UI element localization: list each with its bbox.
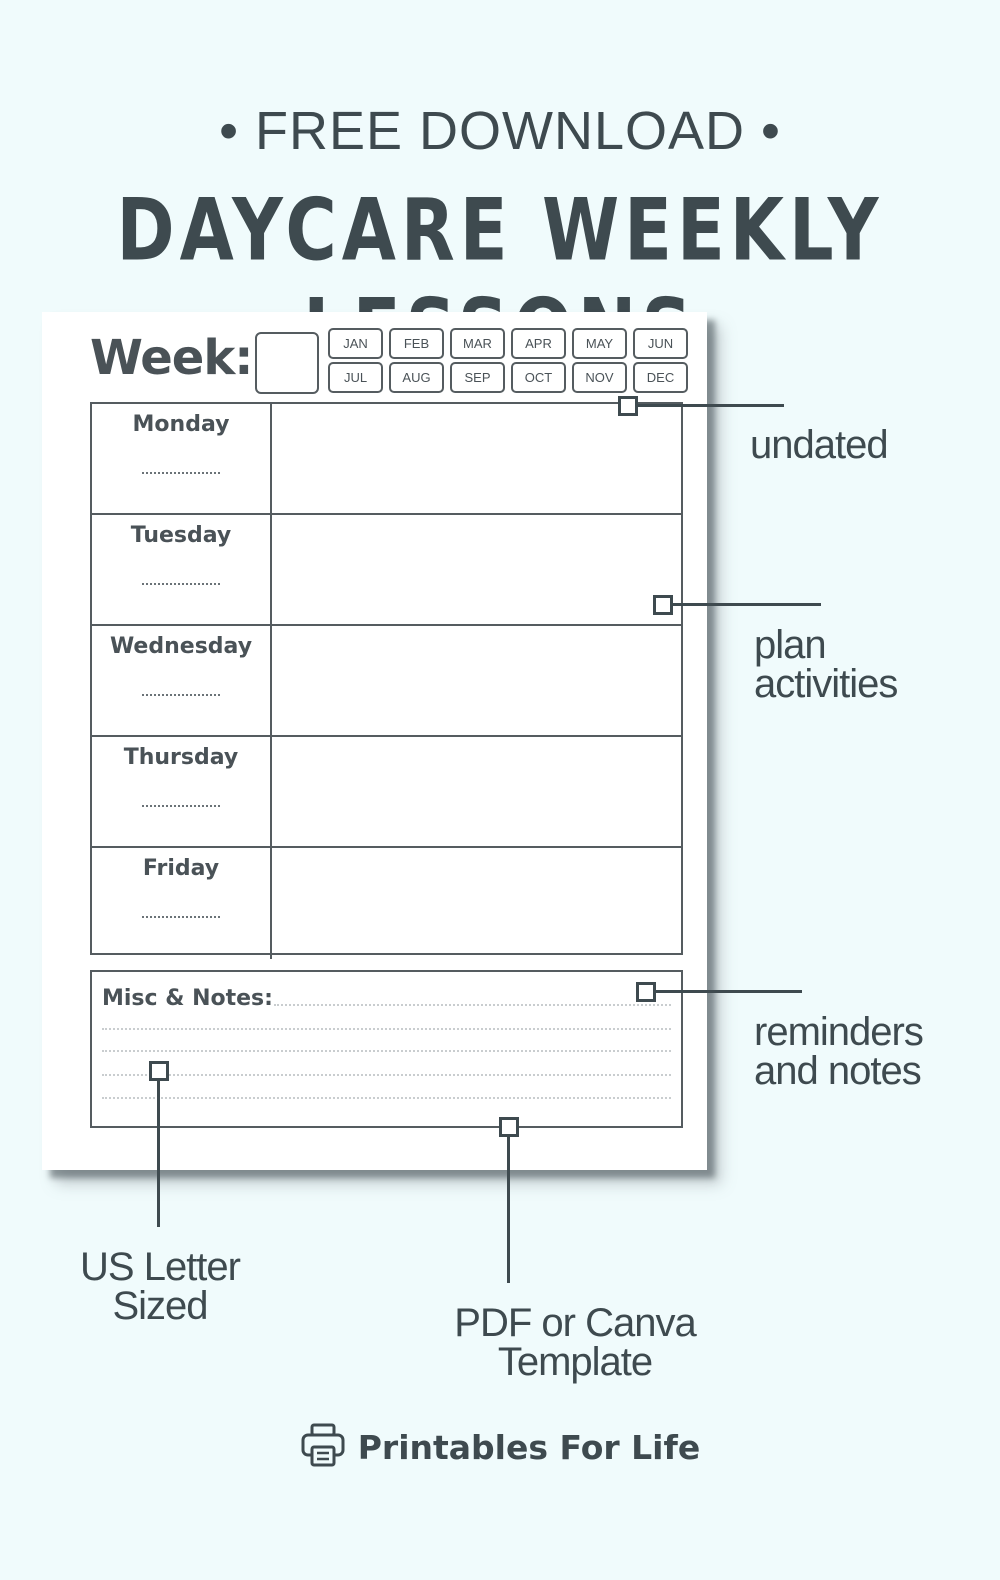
callout-pdf-line1: PDF or Canva	[454, 1301, 696, 1345]
date-placeholder	[142, 581, 220, 585]
callout-marker-reminders	[636, 982, 656, 1002]
column-divider	[270, 848, 272, 959]
brand-name: Printables For Life	[357, 1428, 701, 1467]
notes-label: Misc & Notes:	[102, 986, 273, 1011]
date-placeholder	[142, 914, 220, 918]
callout-reminders-notes: reminders and notes	[754, 1010, 924, 1093]
callout-letter-line2: Sized	[112, 1284, 208, 1328]
day-name: Monday	[132, 412, 230, 437]
day-name: Thursday	[123, 745, 239, 770]
date-placeholder	[142, 803, 220, 807]
month-jan: JAN	[328, 328, 383, 359]
note-line	[102, 1097, 671, 1099]
column-divider	[270, 626, 272, 735]
note-line	[274, 1004, 671, 1006]
callout-line-reminders	[648, 990, 802, 993]
date-placeholder	[142, 692, 220, 696]
callout-us-letter: US Letter Sized	[40, 1245, 280, 1328]
callout-letter-line1: US Letter	[80, 1245, 241, 1289]
callout-marker-letter	[149, 1061, 169, 1081]
month-oct: OCT	[511, 362, 566, 393]
callout-undated: undated	[750, 423, 889, 467]
day-row-thursday: Thursday	[92, 737, 681, 848]
month-mar: MAR	[450, 328, 505, 359]
callout-marker-pdf	[499, 1117, 519, 1137]
callout-line-pdf	[507, 1130, 510, 1283]
month-aug: AUG	[389, 362, 444, 393]
day-row-wednesday: Wednesday	[92, 626, 681, 737]
callout-marker-plan	[653, 595, 673, 615]
month-sep: SEP	[450, 362, 505, 393]
week-number-box	[255, 332, 319, 394]
note-line	[102, 1028, 671, 1030]
date-placeholder	[142, 470, 220, 474]
month-apr: APR	[511, 328, 566, 359]
month-may: MAY	[572, 328, 627, 359]
month-jul: JUL	[328, 362, 383, 393]
callout-plan-line1: plan	[754, 623, 827, 667]
callout-line-letter	[157, 1074, 160, 1227]
day-row-monday: Monday	[92, 404, 681, 515]
day-row-tuesday: Tuesday	[92, 515, 681, 626]
day-name: Friday	[142, 856, 220, 881]
column-divider	[270, 515, 272, 624]
notes-box: Misc & Notes:	[90, 970, 683, 1128]
week-label: Week:	[90, 330, 253, 386]
day-row-friday: Friday	[92, 848, 681, 959]
day-name: Wednesday	[109, 634, 253, 659]
callout-pdf-canva: PDF or Canva Template	[420, 1301, 730, 1384]
callout-reminders-line2: and notes	[754, 1049, 922, 1093]
month-nov: NOV	[572, 362, 627, 393]
callout-marker-undated	[618, 396, 638, 416]
month-jun: JUN	[633, 328, 688, 359]
callout-plan-line2: activities	[754, 662, 898, 706]
callout-line-undated	[630, 404, 784, 407]
callout-reminders-line1: reminders	[754, 1010, 924, 1054]
kicker-text: • FREE DOWNLOAD •	[219, 101, 781, 161]
printer-icon	[300, 1422, 346, 1473]
note-line	[102, 1050, 671, 1052]
callout-pdf-line2: Template	[497, 1340, 653, 1384]
brand-footer: Printables For Life	[0, 1422, 1000, 1473]
day-name: Tuesday	[130, 523, 232, 548]
month-feb: FEB	[389, 328, 444, 359]
column-divider	[270, 404, 272, 513]
callout-line-plan	[665, 603, 821, 606]
callout-plan-activities: plan activities	[754, 623, 898, 706]
day-table: Monday Tuesday Wednesday Thursday Friday	[90, 402, 683, 959]
column-divider	[270, 737, 272, 846]
note-line	[102, 1074, 671, 1076]
month-dec: DEC	[633, 362, 688, 393]
planner-sheet: Week: JAN FEB MAR APR MAY JUN JUL AUG SE…	[42, 312, 707, 1170]
